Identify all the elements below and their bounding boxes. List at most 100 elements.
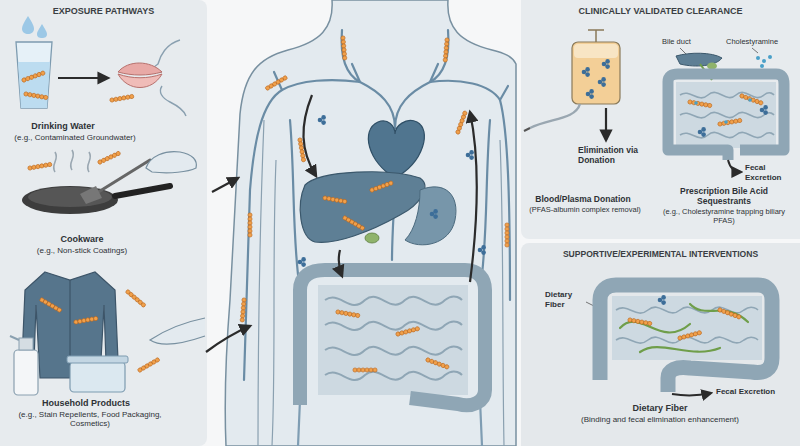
organs-part-part [325, 346, 462, 354]
bile-acid-sequestrant-icon-part-part [680, 112, 774, 117]
household-products-icon-part [74, 316, 99, 324]
bile-acid-sequestrant-icon-part [680, 92, 774, 137]
pfas-chains [240, 36, 509, 372]
item-title: Cookware [17, 234, 147, 245]
bile-acid-sequestrant-icon-part [739, 93, 763, 105]
blood-vessels-part [274, 64, 508, 100]
bile-acid-sequestrant-icon-part [698, 127, 706, 137]
human-body [225, 0, 516, 446]
dietary-fiber-icon-part [612, 296, 762, 360]
item-title: Prescription Bile Acid Sequestrants [654, 186, 794, 206]
bile-acid-sequestrant-icon-part [748, 98, 752, 102]
dietary-fiber-icon-part [677, 330, 701, 340]
human-body-part [225, 0, 516, 446]
item-note: (e.g., Contaminated Groundwater) [2, 133, 148, 143]
panel-heading: CLINICALLY VALIDATED CLEARANCE [521, 0, 800, 17]
flow-arrows-part [206, 326, 250, 352]
panel-heading: SUPPORTIVE/EXPERIMENTAL INTERVENTIONS [521, 243, 800, 259]
pfas-chains-part [240, 298, 246, 322]
item-title: Fecal Excretion [745, 163, 797, 182]
pfas-chains-part [425, 357, 449, 369]
bile-acid-sequestrant-icon-part [694, 101, 698, 105]
bile-acid-sequestrant-icon-part [760, 64, 764, 68]
human-body-part [500, 140, 504, 446]
drinking-water-icon-part [18, 62, 50, 108]
pfas-chains-part [478, 245, 486, 255]
item-note: Bile duct [662, 37, 722, 46]
blood-donation-icon-part [582, 67, 590, 77]
pfas-chains-part [395, 326, 419, 336]
bile-acid-sequestrant-icon-part [718, 118, 743, 126]
dietary-fiber-icon-part [628, 318, 653, 326]
pfas-chains-part [298, 257, 306, 267]
household-products-icon-part [67, 356, 128, 363]
bile-acid-sequestrant-icon-part [768, 55, 772, 59]
pfas-chains-part [443, 38, 449, 62]
dietary-fiber-icon-part [620, 304, 748, 352]
bile-acid-sequestrant-icon-part [760, 105, 768, 115]
item-title: Elimination via Donation [578, 145, 658, 165]
pfas-chains-part [336, 310, 361, 318]
blood-donation-icon-part [602, 59, 610, 69]
human-body-part [272, 160, 276, 446]
organs-part [318, 285, 468, 395]
panel-heading: EXPOSURE PATHWAYS [0, 0, 207, 17]
pfas-chains-part [265, 75, 288, 91]
organs-part [368, 121, 424, 178]
blood-vessels-part [290, 120, 300, 290]
organs-part [300, 270, 485, 405]
bile-acid-sequestrant-icon-part [668, 74, 784, 160]
drinking-water-icon-part [58, 77, 108, 79]
pfas-chains-part [455, 111, 467, 135]
bile-acid-sequestrant-icon-part [762, 59, 766, 63]
item-note: (Binding and fecal elimination enhanceme… [530, 415, 790, 425]
blood-donation-icon-part [572, 42, 620, 104]
drinking-water-icon-part [24, 92, 49, 100]
dietary-fiber-icon-part [616, 307, 758, 343]
pfas-chains-part [341, 36, 347, 60]
dietary-fiber-icon-part [658, 295, 666, 305]
bile-acid-sequestrant-icon-part [707, 63, 717, 70]
item-title: Drinking Water [3, 121, 123, 132]
organs [300, 121, 485, 406]
organs-part [300, 172, 425, 243]
item-note: (e.g., Stain Repellents, Food Packaging,… [12, 410, 168, 429]
item-title: Fecal Excretion [716, 387, 794, 397]
item-note: (e.g., Non-stick Coatings) [12, 246, 152, 256]
blood-vessels-part [395, 30, 448, 128]
pfas-chains-part [323, 196, 348, 204]
dietary-fiber-icon-part-part [620, 322, 690, 333]
organs-part-part [325, 371, 462, 379]
bile-acid-sequestrant-icon-part-part [680, 92, 774, 97]
item-title: Household Products [11, 398, 161, 409]
dietary-fiber-icon-part-part [690, 304, 748, 322]
organs-part [405, 187, 456, 245]
pfas-chains-part [342, 215, 365, 231]
organs-part-part [325, 296, 462, 304]
flow-arrows-part [303, 95, 316, 176]
drinking-water-icon-part [16, 42, 52, 108]
pfas-chains-part [430, 209, 438, 219]
bile-acid-sequestrant-icon-part [688, 100, 713, 108]
household-products-icon-part [39, 297, 62, 313]
blood-donation-icon-part [574, 44, 618, 58]
blood-vessels-part [342, 30, 395, 128]
pfas-chains-part [248, 213, 252, 237]
organs-part [365, 233, 379, 243]
blood-donation-icon-part [586, 89, 594, 99]
item-note: (e.g., Cholestyramine trapping biliary P… [654, 207, 794, 225]
item-note: (PFAS-albumin complex removal) [525, 205, 645, 214]
household-products-icon-part [14, 350, 38, 395]
bile-acid-sequestrant-icon-part [756, 56, 760, 60]
blood-vessels [244, 30, 510, 446]
flow-arrows-part [470, 112, 477, 282]
item-title: Dietary Fiber [545, 290, 589, 309]
pfas-chains-part [505, 223, 509, 247]
item-title: Dietary Fiber [585, 403, 735, 414]
household-products-icon-part [19, 338, 33, 350]
blood-donation-icon-part [598, 77, 606, 87]
flow-arrows-part [212, 178, 238, 192]
organs-part-part [325, 321, 462, 329]
